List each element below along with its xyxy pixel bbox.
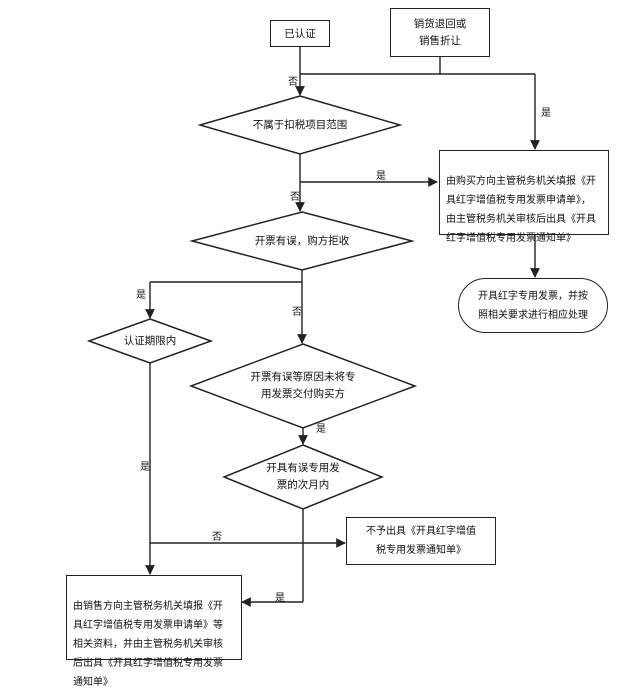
edge-label-no: 否: [292, 307, 302, 318]
edge-label-yes: 是: [376, 171, 386, 182]
edge-label-yes: 是: [140, 462, 150, 473]
certified-box: 已认证: [270, 20, 330, 47]
certified-text: 已认证: [284, 27, 316, 40]
edge-label-no: 否: [288, 77, 298, 88]
decision-not-deductible-text: 不属于扣税项目范围: [252, 118, 348, 131]
flowchart: 已认证 销货退回或 销售折让 由购买方向主管税务机关填报《开 具红字增值税专用发…: [66, 8, 609, 688]
decision-next-month-text: 开具有误专用发 票的次月内: [266, 462, 340, 491]
buyer-apply-text: 由购买方向主管税务机关填报《开 具红字增值税专用发票申请单》， 由主管税务机关审…: [446, 176, 596, 244]
issue-red-invoice-box: 开具红字专用发票，并按 照相关要求进行相应处理: [458, 278, 608, 333]
sales-return-box: 销货退回或 销售折让: [390, 8, 490, 57]
issue-red-invoice-text: 开具红字专用发票，并按 照相关要求进行相应处理: [478, 290, 588, 321]
edge-label-yes: 是: [316, 424, 326, 435]
flowchart-connectors: [86, 47, 540, 607]
decision-within-period-text: 认证期限内: [123, 334, 177, 347]
not-issue-text: 不予出具《开具红字增值 税专用发票通知单》: [366, 526, 476, 556]
sales-return-text: 销货退回或 销售折让: [413, 17, 467, 47]
seller-apply-text: 由销售方向主管税务机关填报《开 具红字增值税专用发票申请单》等 相关资料，并由主…: [73, 601, 223, 688]
edge-label-yes: 是: [541, 108, 551, 119]
edge-label-no: 否: [290, 192, 300, 203]
decision-issue-error-text: 开票有误，购方拒收: [254, 234, 350, 247]
seller-apply-box: 由销售方向主管税务机关填报《开 具红字增值税专用发票申请单》等 相关资料，并由主…: [66, 575, 242, 688]
buyer-apply-box: 由购买方向主管税务机关填报《开 具红字增值税专用发票申请单》， 由主管税务机关审…: [439, 150, 609, 244]
decision-not-delivered-text: 开票有误等原因未将专 用发票交付购买方: [250, 371, 356, 400]
edge-label-yes: 是: [275, 593, 285, 604]
not-issue-box: 不予出具《开具红字增值 税专用发票通知单》: [346, 517, 496, 565]
edge-label-yes: 是: [136, 290, 146, 301]
edge-label-no: 否: [212, 532, 222, 543]
